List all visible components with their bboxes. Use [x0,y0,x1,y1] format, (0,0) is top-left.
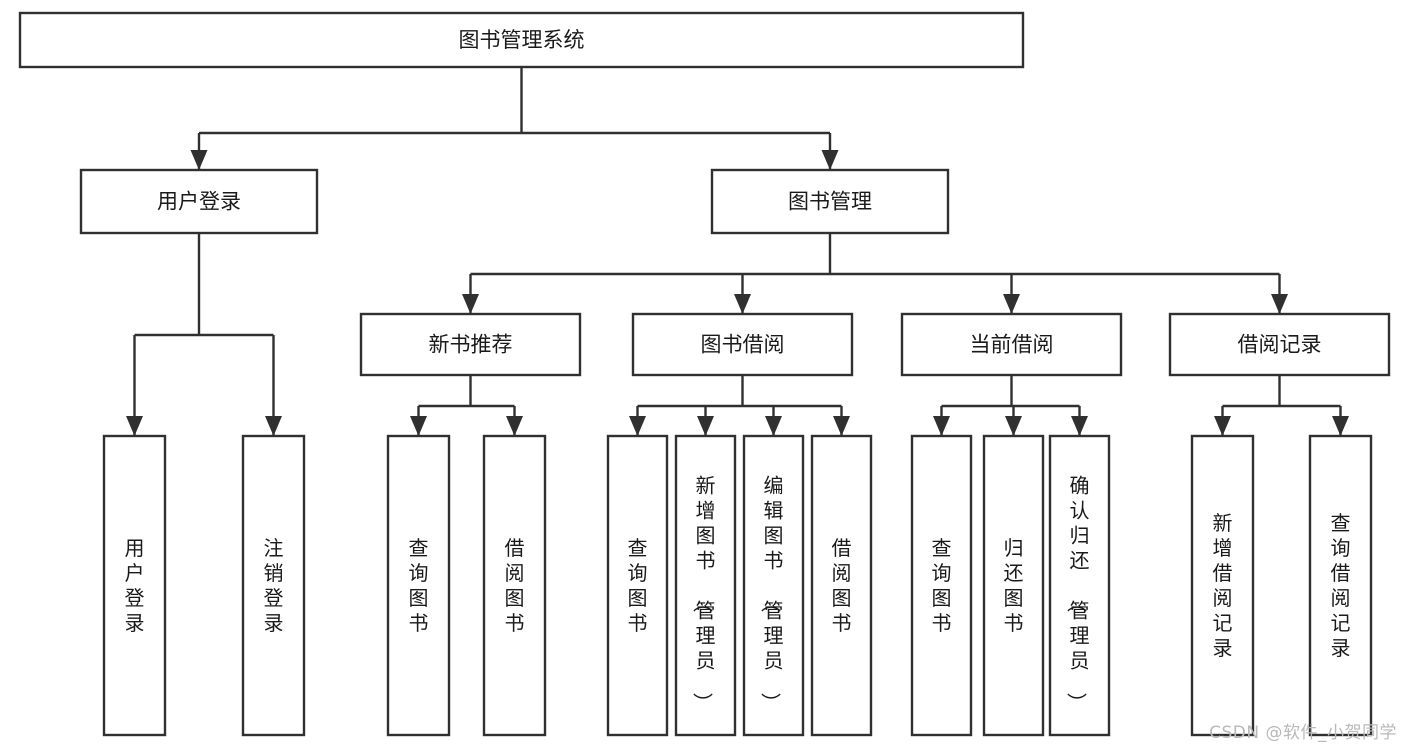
arrow-head-icon-leaf-add-book-admin [697,416,714,436]
arrow-head-icon-leaf-user-login [126,416,143,436]
arrow-head-icon-leaf-query-borrow-record [1332,416,1349,436]
node-label-leaf-logout: 注销登录 [264,536,284,635]
node-leaf-query-book-1[interactable]: 查询图书 [386,434,451,737]
node-box-new-book-recommend[interactable] [359,312,582,377]
node-new-book-recommend[interactable]: 新书推荐 [359,312,582,377]
arrow-head-icon-borrow-records [1271,294,1288,314]
node-box-leaf-query-book-1[interactable] [386,434,451,737]
node-box-leaf-query-book-3[interactable] [910,434,973,737]
node-box-leaf-add-borrow-record[interactable] [1190,434,1255,737]
arrow-head-icon-book-management [821,150,839,170]
node-label-leaf-add-book-admin: 新增图书（管理员） [691,474,716,713]
node-box-leaf-borrow-book-1[interactable] [482,434,547,737]
arrow-head-icon-leaf-query-book-2 [629,416,646,436]
node-label-book-borrow: 图书借阅 [701,333,785,357]
node-user-login[interactable]: 用户登录 [79,168,319,235]
node-label-leaf-add-borrow-record: 新增借阅记录 [1213,511,1233,660]
node-box-root[interactable] [18,11,1025,69]
arrow-head-icon-current-borrow [1003,294,1020,314]
node-leaf-confirm-return-admin[interactable]: 确认归还（管理员） [1048,434,1111,737]
node-leaf-user-login[interactable]: 用户登录 [102,434,167,737]
node-root[interactable]: 图书管理系统 [18,11,1025,69]
connector-layer [126,67,1349,436]
node-box-leaf-logout[interactable] [241,434,306,737]
node-leaf-edit-book-admin[interactable]: 编辑图书（管理员） [742,434,805,737]
node-leaf-add-borrow-record[interactable]: 新增借阅记录 [1190,434,1255,737]
node-borrow-records[interactable]: 借阅记录 [1168,312,1391,377]
arrow-head-icon-leaf-borrow-book-2 [833,416,850,436]
arrow-head-icon-book-borrow [734,294,751,314]
node-box-leaf-user-login[interactable] [102,434,167,737]
arrow-head-icon-leaf-logout [265,416,282,436]
node-label-root: 图书管理系统 [459,28,585,52]
node-label-leaf-query-book-3: 查询图书 [932,536,952,635]
node-label-current-borrow: 当前借阅 [970,333,1054,357]
node-box-leaf-add-book-admin[interactable] [674,434,737,737]
node-box-leaf-return-book[interactable] [982,434,1045,737]
node-box-leaf-query-borrow-record[interactable] [1308,434,1373,737]
node-label-leaf-query-book-2: 查询图书 [628,536,648,635]
node-label-leaf-user-login: 用户登录 [125,536,145,635]
arrow-head-icon-leaf-confirm-return-admin [1071,416,1088,436]
node-leaf-return-book[interactable]: 归还图书 [982,434,1045,737]
node-label-user-login: 用户登录 [157,190,241,214]
node-label-leaf-query-borrow-record: 查询借阅记录 [1331,511,1351,660]
csdn-watermark: CSDN @软件_小贺同学 [1209,723,1397,743]
node-box-book-borrow[interactable] [631,312,854,377]
node-leaf-query-borrow-record[interactable]: 查询借阅记录 [1308,434,1373,737]
node-leaf-query-book-2[interactable]: 查询图书 [606,434,669,737]
arrow-head-icon-new-book-recommend [462,294,479,314]
node-label-new-book-recommend: 新书推荐 [429,333,513,357]
arrow-head-icon-leaf-return-book [1005,416,1022,436]
node-layer: 图书管理系统用户登录图书管理新书推荐图书借阅当前借阅借阅记录用户登录注销登录查询… [18,11,1391,737]
arrow-head-icon-user-login [190,150,208,170]
arrow-head-icon-leaf-borrow-book-1 [506,416,523,436]
node-label-leaf-query-book-1: 查询图书 [409,536,429,635]
arrow-head-icon-leaf-query-book-1 [410,416,427,436]
node-leaf-borrow-book-1[interactable]: 借阅图书 [482,434,547,737]
node-leaf-add-book-admin[interactable]: 新增图书（管理员） [674,434,737,737]
node-book-borrow[interactable]: 图书借阅 [631,312,854,377]
node-label-borrow-records: 借阅记录 [1238,333,1322,357]
node-box-leaf-confirm-return-admin[interactable] [1048,434,1111,737]
node-box-leaf-query-book-2[interactable] [606,434,669,737]
arrow-head-icon-leaf-query-book-3 [933,416,950,436]
node-box-leaf-borrow-book-2[interactable] [810,434,873,737]
arrow-head-icon-leaf-add-borrow-record [1214,416,1231,436]
node-label-leaf-confirm-return-admin: 确认归还（管理员） [1065,474,1090,713]
node-box-leaf-edit-book-admin[interactable] [742,434,805,737]
node-book-management[interactable]: 图书管理 [710,168,950,235]
node-box-borrow-records[interactable] [1168,312,1391,377]
node-label-book-management: 图书管理 [788,190,872,214]
node-label-leaf-borrow-book-1: 借阅图书 [505,536,525,635]
node-leaf-borrow-book-2[interactable]: 借阅图书 [810,434,873,737]
node-box-book-management[interactable] [710,168,950,235]
node-box-user-login[interactable] [79,168,319,235]
node-label-leaf-borrow-book-2: 借阅图书 [832,536,852,635]
node-leaf-query-book-3[interactable]: 查询图书 [910,434,973,737]
node-label-leaf-return-book: 归还图书 [1004,536,1024,635]
node-leaf-logout[interactable]: 注销登录 [241,434,306,737]
node-current-borrow[interactable]: 当前借阅 [900,312,1123,377]
node-box-current-borrow[interactable] [900,312,1123,377]
node-label-leaf-edit-book-admin: 编辑图书（管理员） [759,474,784,713]
arrow-head-icon-leaf-edit-book-admin [765,416,782,436]
